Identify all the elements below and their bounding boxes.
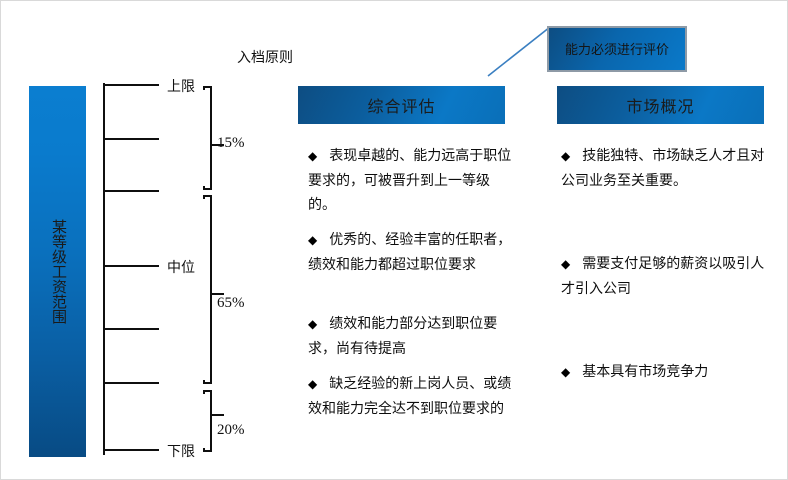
brace-middle-band xyxy=(201,193,224,386)
diamond-bullet-icon: ◆ xyxy=(561,365,571,379)
principle-caption: 入档原则 xyxy=(237,51,293,66)
brace-upper-band xyxy=(201,84,224,192)
percent-label-middle: 65% xyxy=(217,295,245,311)
brace-corner-top xyxy=(203,390,205,394)
ladder-label-median: 中位 xyxy=(167,261,195,276)
diamond-bullet-icon: ◆ xyxy=(561,257,571,271)
brace-corner-bottom xyxy=(203,448,205,452)
brace-corner-bottom xyxy=(203,380,205,384)
list-item-text: 优秀的、经验丰富的任职者，绩效和能力都超过职位要求 xyxy=(308,231,512,272)
list-item: ◆需要支付足够的薪资以吸引人才引入公司 xyxy=(561,251,773,300)
ladder-label-lower: 下限 xyxy=(167,445,195,460)
list-item: ◆缺乏经验的新上岗人员、或绩效和能力完全达不到职位要求的 xyxy=(308,371,514,420)
diamond-bullet-icon: ◆ xyxy=(561,149,571,163)
list-item: ◆ 基本具有市场竞争力 xyxy=(561,359,773,384)
brace-cap-top xyxy=(203,390,212,392)
callout-box: 能力必须进行评价 xyxy=(547,26,687,72)
list-item: ◆优秀的、经验丰富的任职者，绩效和能力都超过职位要求 xyxy=(308,227,514,276)
percent-label-upper: 15% xyxy=(217,135,245,151)
brace-cap-bottom xyxy=(203,450,212,452)
ladder-rung xyxy=(103,328,159,330)
callout-leader-line xyxy=(487,26,551,77)
brace-stem xyxy=(210,391,212,451)
grade-range-bar-label: 某等级工资范围 xyxy=(50,219,66,324)
column-header-market: 市场概况 xyxy=(557,86,764,124)
ladder-rung xyxy=(103,190,159,192)
ladder-rung xyxy=(103,138,159,140)
brace-stem xyxy=(210,196,212,383)
list-item-text: 需要支付足够的薪资以吸引人才引入公司 xyxy=(561,255,765,296)
salary-ladder xyxy=(103,83,161,455)
brace-tick xyxy=(211,144,224,146)
ladder-rung xyxy=(103,84,159,86)
brace-corner-top xyxy=(203,195,205,199)
list-item-text: 表现卓越的、能力远高于职位要求的，可被晋升到上一等级的。 xyxy=(308,147,512,212)
diamond-bullet-icon: ◆ xyxy=(308,377,318,391)
brace-cap-top xyxy=(203,86,212,88)
list-item: ◆技能独特、市场缺乏人才且对公司业务至关重要。 xyxy=(561,143,773,192)
brace-cap-bottom xyxy=(203,382,212,384)
list-item: ◆表现卓越的、能力远高于职位要求的，可被晋升到上一等级的。 xyxy=(308,143,514,216)
list-item-text: 技能独特、市场缺乏人才且对公司业务至关重要。 xyxy=(561,147,765,188)
brace-cap-bottom xyxy=(203,188,212,190)
list-item-text: 绩效和能力部分达到职位要求，尚有待提高 xyxy=(308,315,498,356)
diamond-bullet-icon: ◆ xyxy=(308,149,318,163)
brace-tick xyxy=(211,293,224,295)
diamond-bullet-icon: ◆ xyxy=(308,233,318,247)
grade-range-bar: 某等级工资范围 xyxy=(29,86,86,457)
brace-cap-top xyxy=(203,195,212,197)
column-header-assessment: 综合评估 xyxy=(298,86,505,124)
callout-text: 能力必须进行评价 xyxy=(564,41,669,57)
brace-lower-band xyxy=(201,388,224,454)
ladder-rung xyxy=(103,449,159,451)
ladder-rung xyxy=(103,382,159,384)
column-header-market-label: 市场概况 xyxy=(626,99,695,116)
ladder-rung xyxy=(103,265,159,267)
ladder-label-upper: 上限 xyxy=(167,80,195,95)
percent-label-lower: 20% xyxy=(217,422,245,438)
list-item-text: 基本具有市场竞争力 xyxy=(582,363,709,379)
list-item: ◆绩效和能力部分达到职位要求，尚有待提高 xyxy=(308,311,514,360)
column-header-assessment-label: 综合评估 xyxy=(367,99,436,116)
ladder-spine xyxy=(103,83,105,455)
diamond-bullet-icon: ◆ xyxy=(308,317,318,331)
brace-corner-bottom xyxy=(203,186,205,190)
list-item-text: 缺乏经验的新上岗人员、或绩效和能力完全达不到职位要求的 xyxy=(308,375,512,416)
brace-corner-top xyxy=(203,86,205,90)
brace-tick xyxy=(211,414,224,416)
brace-stem xyxy=(210,87,212,189)
